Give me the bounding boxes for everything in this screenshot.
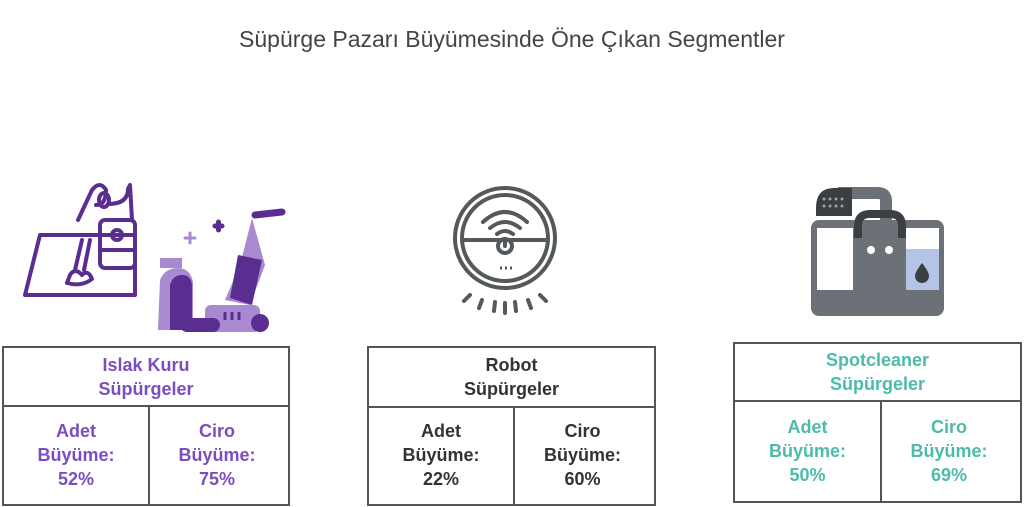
robot-vacuum-icon (453, 186, 557, 315)
ciro-label: Ciro (198, 420, 235, 441)
segment-name-line2: Süpürgeler (98, 378, 194, 399)
ciro-label: Ciro (564, 421, 601, 441)
segment-name-line2: Süpürgeler (829, 374, 925, 394)
adet-growth-value: 22% (422, 469, 459, 489)
growth-label: Büyüme: (178, 444, 256, 465)
growth-label: Büyüme: (37, 444, 115, 465)
segment-name-line1: Islak Kuru (102, 354, 190, 375)
adet-growth-value: 50% (789, 464, 826, 485)
segment-name-line2: Süpürgeler (463, 379, 560, 399)
ciro-label: Ciro (930, 416, 967, 437)
ciro-growth-value: 69% (930, 464, 967, 485)
segment-name-line1: Spotcleaner (825, 350, 930, 370)
spotcleaner-icon (811, 187, 944, 316)
growth-label: Büyüme: (402, 445, 480, 465)
growth-label: Büyüme: (543, 445, 621, 465)
growth-label: Büyüme: (768, 440, 846, 461)
growth-label: Büyüme: (910, 440, 988, 461)
segment-name-line1: Robot (485, 355, 538, 375)
page-title: Süpürge Pazarı Büyümesinde Öne Çıkan Seg… (239, 26, 785, 52)
adet-growth-value: 52% (57, 468, 94, 489)
adet-label: Adet (55, 420, 96, 441)
wet-dry-vacuum-icon (23, 183, 286, 332)
ciro-growth-value: 60% (564, 469, 601, 489)
adet-label: Adet (787, 416, 828, 437)
adet-label: Adet (420, 421, 461, 441)
ciro-growth-value: 75% (198, 468, 235, 489)
